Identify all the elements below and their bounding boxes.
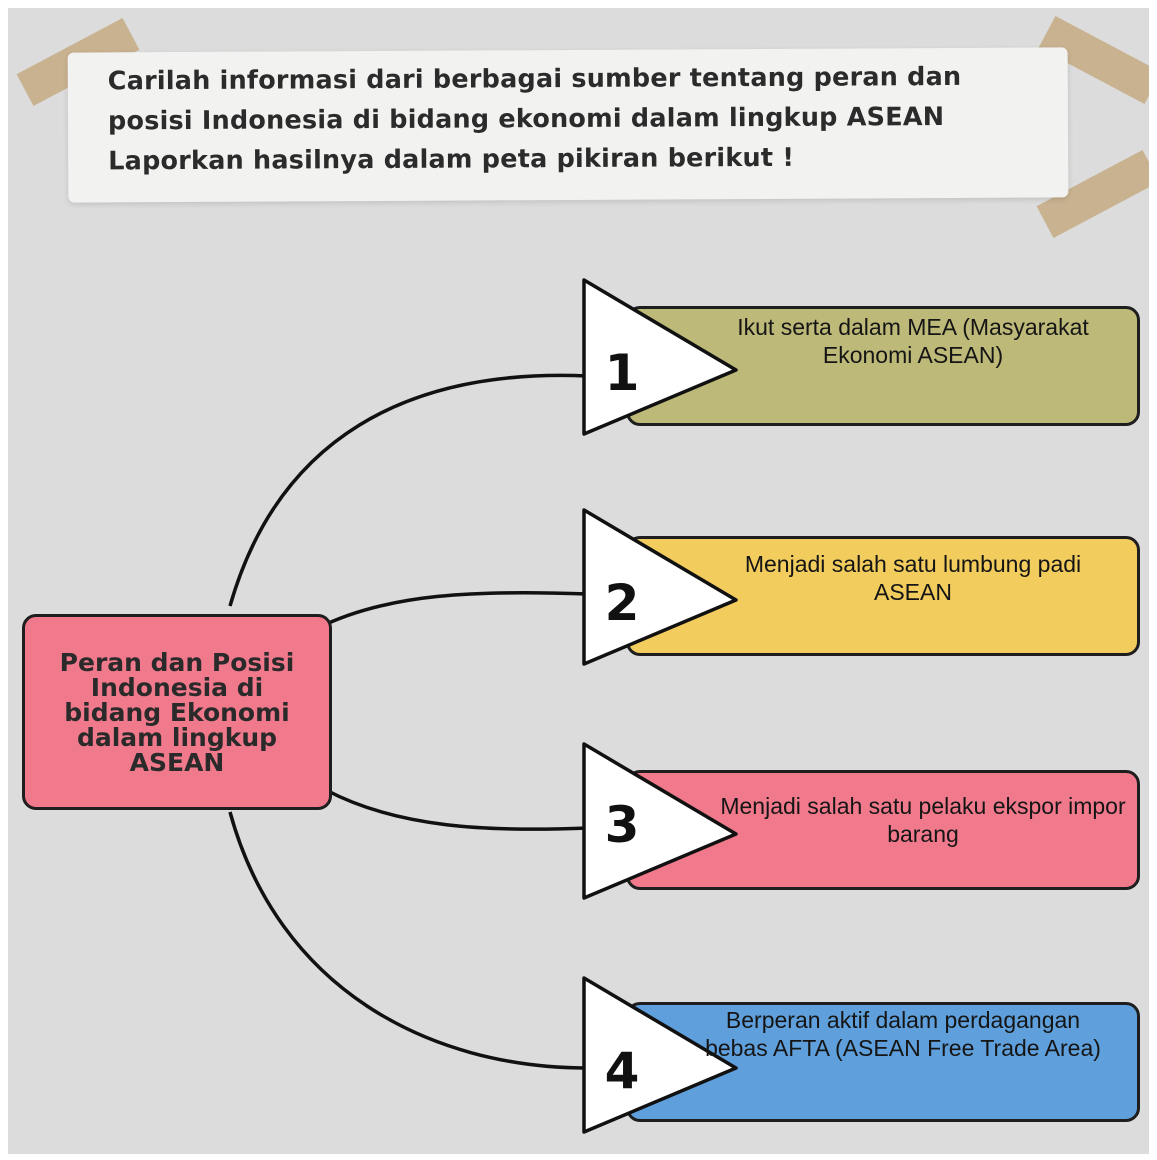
item-2-arrow-triangle bbox=[582, 508, 738, 666]
connector-to-item-1 bbox=[228, 373, 589, 607]
item-3-text: Menjadi salah satu pelaku ekspor impor b… bbox=[720, 793, 1126, 847]
instruction-note: Carilah informasi dari berbagai sumber t… bbox=[67, 47, 1069, 203]
item-2-box bbox=[626, 536, 1140, 656]
connector-lines bbox=[228, 373, 589, 1070]
connector-to-item-4 bbox=[228, 811, 589, 1070]
central-topic-label: Peran dan Posisi Indonesia di bidang Eko… bbox=[59, 647, 295, 777]
instruction-line-3: Laporkan hasilnya dalam peta pikiran ber… bbox=[108, 142, 795, 177]
item-2-number: 2 bbox=[604, 574, 640, 632]
central-topic-box: Peran dan Posisi Indonesia di bidang Eko… bbox=[22, 614, 332, 810]
item-1-text: Ikut serta dalam MEA (Masyarakat Ekonomi… bbox=[737, 314, 1089, 368]
instruction-line-1: Carilah informasi dari berbagai sumber t… bbox=[107, 61, 962, 97]
connector-to-item-3 bbox=[325, 788, 589, 831]
connector-to-item-2 bbox=[317, 590, 589, 630]
item-2-text: Menjadi salah satu lumbung padi ASEAN bbox=[744, 551, 1082, 605]
instruction-line-2: posisi Indonesia di bidang ekonomi dalam… bbox=[107, 102, 945, 137]
item-4-number: 4 bbox=[604, 1042, 640, 1100]
item-4-text: Berperan aktif dalam perdagangan bebas A… bbox=[705, 1007, 1101, 1061]
item-3-arrow-triangle bbox=[582, 742, 738, 900]
item-1-number: 1 bbox=[604, 344, 640, 402]
item-4-arrow-triangle bbox=[582, 976, 738, 1134]
item-1-arrow-triangle bbox=[582, 278, 738, 436]
item-3-number: 3 bbox=[604, 796, 640, 854]
mind-map-canvas: Carilah informasi dari berbagai sumber t… bbox=[8, 8, 1149, 1154]
